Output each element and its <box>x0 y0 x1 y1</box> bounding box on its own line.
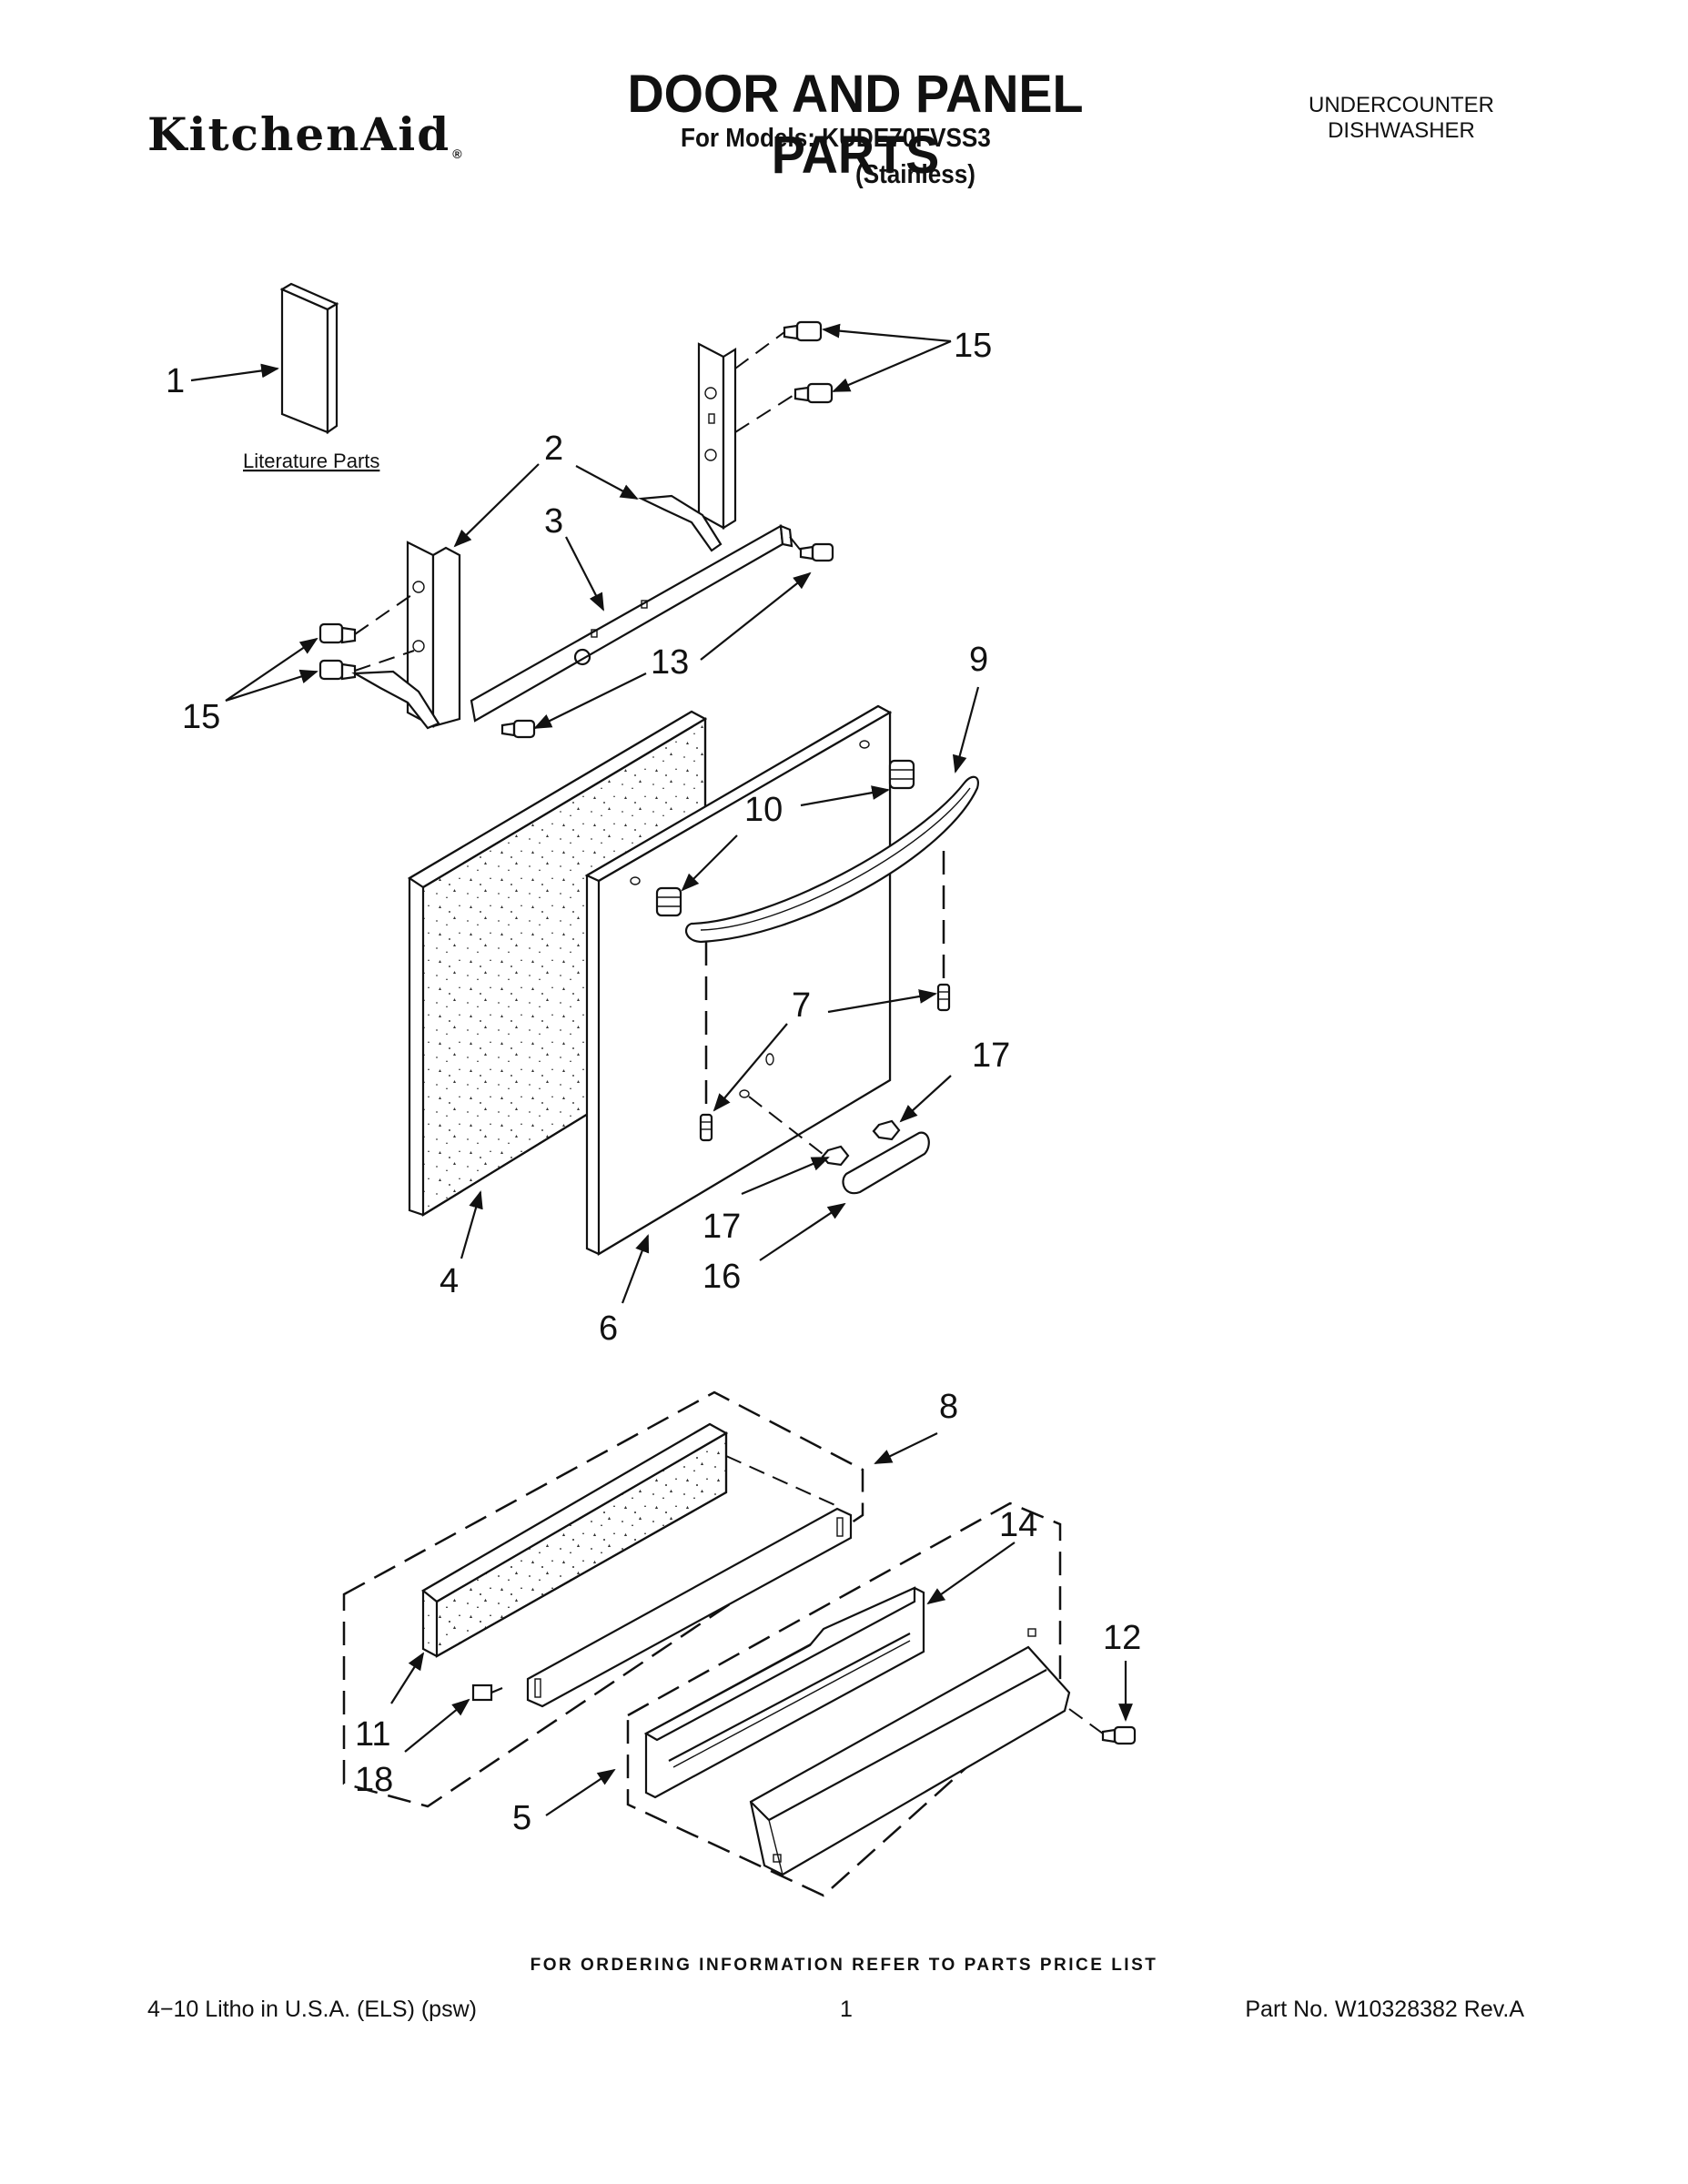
callout-6: 6 <box>599 1309 618 1348</box>
callout-3: 3 <box>544 502 563 541</box>
callout-5: 5 <box>512 1799 531 1837</box>
finish-line: (Stainless) <box>855 160 976 189</box>
door-handle <box>684 775 979 944</box>
handle-stud-left <box>699 1113 713 1142</box>
screw-lower-1 <box>318 622 357 644</box>
leader-arrows <box>190 323 1133 1816</box>
handle-stud-right <box>936 983 951 1012</box>
callout-1: 1 <box>166 362 185 400</box>
page-number: 1 <box>840 1997 853 2022</box>
callout-17-lower: 17 <box>702 1208 741 1246</box>
screw-upper-1 <box>783 320 823 342</box>
category-line-1: UNDERCOUNTER <box>1309 93 1494 117</box>
category-line-2: DISHWASHER <box>1328 118 1475 143</box>
mounting-bracket-left <box>351 541 461 730</box>
page-title: DOOR AND PANEL PARTS <box>627 65 1084 185</box>
door-trim-strip <box>470 524 793 723</box>
part-number: Part No. W10328382 Rev.A <box>1245 1997 1524 2022</box>
callout-16: 16 <box>702 1258 741 1296</box>
brand-logo: KitchenAid® <box>147 107 464 161</box>
mounting-bracket-right <box>637 342 737 552</box>
outer-door-panel <box>584 704 893 1256</box>
callout-12: 12 <box>1103 1619 1141 1657</box>
badge-nameplate <box>842 1131 930 1195</box>
callout-18: 18 <box>355 1761 393 1799</box>
screw-12 <box>1101 1725 1137 1745</box>
toe-kick-insulation <box>421 1422 729 1658</box>
callout-9: 9 <box>969 641 988 679</box>
handle-mount-right <box>888 759 915 790</box>
screw-lower-2 <box>318 659 357 681</box>
callout-15-lower: 15 <box>182 698 220 736</box>
kickplate-rear <box>749 1628 1071 1876</box>
callout-8: 8 <box>939 1388 958 1426</box>
toe-kick-clip <box>471 1684 503 1702</box>
screw-13-left <box>500 719 536 739</box>
callout-2: 2 <box>544 430 563 468</box>
screw-upper-2 <box>793 382 834 404</box>
literature-parts-label: Literature Parts <box>243 450 379 472</box>
callout-14: 14 <box>999 1506 1037 1544</box>
ordering-note: FOR ORDERING INFORMATION REFER TO PARTS … <box>530 1956 1158 1975</box>
print-info: 4−10 Litho in U.S.A. (ELS) (psw) <box>147 1997 477 2022</box>
nut-17-right <box>872 1119 901 1141</box>
callout-17-upper: 17 <box>972 1036 1010 1075</box>
nut-17-left <box>821 1145 850 1167</box>
door-insulation-panel <box>407 710 708 1217</box>
callout-11: 11 <box>355 1715 390 1754</box>
callout-4: 4 <box>440 1262 459 1300</box>
callout-10: 10 <box>744 791 783 829</box>
access-panel-front <box>643 1586 925 1799</box>
screw-13-right <box>799 542 834 562</box>
literature-booklet-part <box>279 282 339 435</box>
toe-kick-strip <box>526 1507 853 1708</box>
callout-13: 13 <box>651 643 689 682</box>
callout-7: 7 <box>792 986 811 1025</box>
callout-15-upper: 15 <box>954 327 992 365</box>
handle-mount-left <box>655 886 682 917</box>
models-line: For Models: KUDE70FVSS3 <box>681 124 991 153</box>
